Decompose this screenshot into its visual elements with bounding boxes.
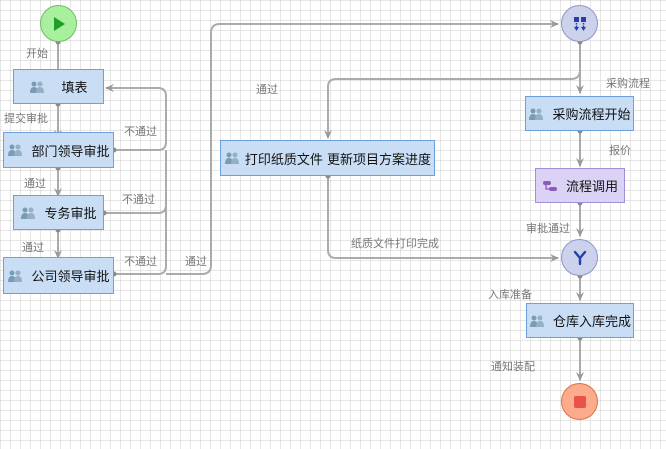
task-fill-form[interactable]: 填表 bbox=[13, 69, 104, 104]
task-purchase-start[interactable]: 采购流程开始 bbox=[525, 96, 634, 131]
edge-company-pass bbox=[166, 20, 559, 275]
users-icon bbox=[20, 206, 36, 220]
edge-label: 报价 bbox=[609, 144, 631, 157]
task-print-update[interactable]: 打印纸质文件 更新项目方案进度 bbox=[220, 140, 435, 176]
users-icon bbox=[528, 107, 544, 121]
edge-label: 纸质文件打印完成 bbox=[351, 237, 439, 250]
task-label: 部门领导审批 bbox=[31, 144, 110, 160]
users-icon bbox=[224, 151, 240, 165]
subprocess-icon bbox=[542, 179, 558, 193]
end-event[interactable] bbox=[561, 383, 598, 420]
edge-label: 通过 bbox=[24, 177, 46, 190]
edge-label: 不通过 bbox=[122, 193, 155, 206]
users-icon bbox=[29, 80, 45, 94]
edge-label: 通知装配 bbox=[491, 360, 535, 373]
users-icon bbox=[7, 269, 23, 283]
task-label: 仓库入库完成 bbox=[552, 315, 631, 330]
task-warehouse-done[interactable]: 仓库入库完成 bbox=[526, 303, 634, 338]
task-label: 填表 bbox=[61, 81, 88, 96]
task-affairs-approval[interactable]: 专务审批 bbox=[13, 195, 104, 230]
users-icon bbox=[529, 314, 545, 328]
edge-label: 不通过 bbox=[124, 255, 157, 268]
task-label: 打印纸质文件 更新项目方案进度 bbox=[244, 152, 432, 168]
edge-label: 开始 bbox=[26, 47, 48, 60]
edge-label: 采购流程 bbox=[606, 77, 650, 90]
fork-icon bbox=[573, 16, 586, 31]
task-label: 采购流程开始 bbox=[552, 108, 631, 123]
edge-label: 通过 bbox=[256, 83, 278, 96]
edge-label: 审批通过 bbox=[526, 222, 570, 235]
edge-print-to-join bbox=[327, 176, 559, 262]
gateway-parallel-fork[interactable] bbox=[561, 5, 598, 42]
edge-label: 通过 bbox=[185, 255, 207, 268]
task-label: 流程调用 bbox=[565, 180, 618, 195]
users-icon bbox=[7, 143, 23, 157]
edge-label: 提交审批 bbox=[4, 112, 48, 125]
task-dept-approval[interactable]: 部门领导审批 bbox=[3, 132, 114, 168]
play-icon bbox=[53, 16, 65, 31]
task-label: 公司领导审批 bbox=[31, 270, 110, 285]
gateway-parallel-join[interactable] bbox=[561, 239, 598, 276]
stop-icon bbox=[573, 395, 586, 408]
task-label: 专务审批 bbox=[44, 207, 97, 222]
edge-label: 不通过 bbox=[124, 125, 157, 138]
edge-company-reject bbox=[114, 205, 167, 275]
join-icon bbox=[573, 250, 586, 265]
call-activity-process[interactable]: 流程调用 bbox=[535, 168, 625, 203]
edge-dept-reject bbox=[105, 84, 167, 151]
edge-fork-to-print bbox=[324, 69, 581, 139]
start-event[interactable] bbox=[40, 5, 77, 42]
edge-label: 入库准备 bbox=[488, 288, 532, 301]
task-company-approval[interactable]: 公司领导审批 bbox=[3, 257, 114, 294]
edge-label: 通过 bbox=[22, 241, 44, 254]
